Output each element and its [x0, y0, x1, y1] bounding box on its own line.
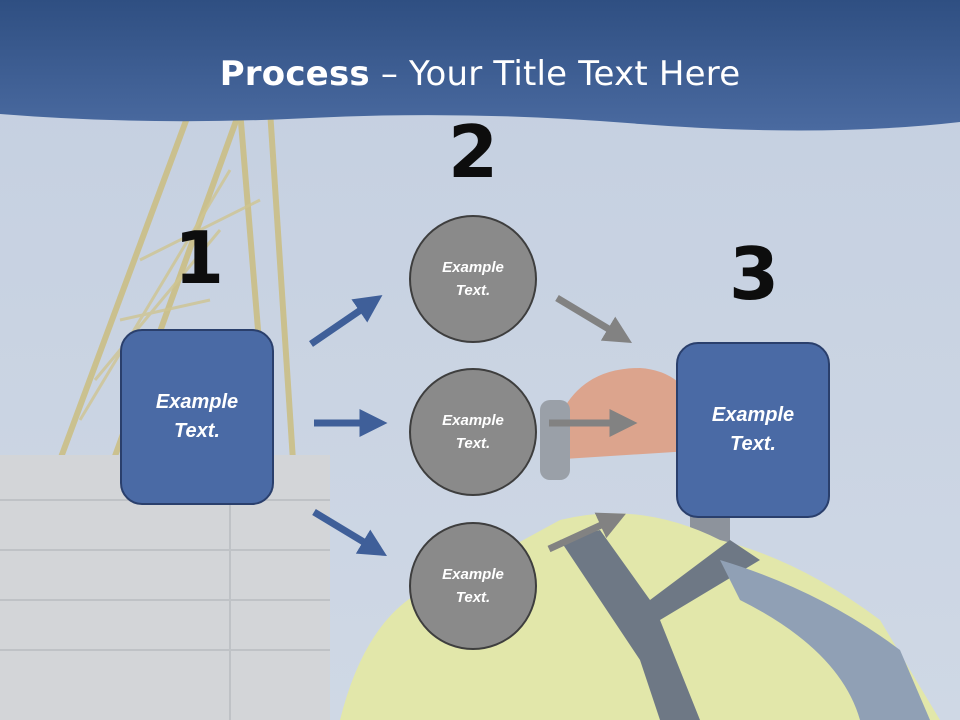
title-bold: Process: [219, 54, 370, 94]
arrow-down-right-icon: [312, 509, 387, 557]
page-title: Process – Your Title Text Here: [0, 52, 960, 96]
gray-arrow-down-right-icon: [555, 294, 633, 344]
gray-arrow-up-right-icon: [547, 512, 626, 553]
step-number-3: 3: [728, 232, 780, 316]
step-box-1[interactable]: Example Text.: [120, 329, 274, 505]
step-circle-bottom-label: Example Text.: [442, 566, 504, 606]
step-number-1: 1: [173, 216, 225, 300]
step-circle-middle[interactable]: Example Text.: [409, 368, 537, 496]
step-circle-top-label: Example Text.: [442, 259, 504, 299]
step-box-1-label: Example Text.: [155, 391, 239, 442]
step-circle-bottom[interactable]: Example Text.: [409, 522, 537, 650]
step-circle-middle-label: Example Text.: [442, 412, 504, 452]
title-rest: – Your Title Text Here: [369, 54, 741, 94]
step-box-3[interactable]: Example Text.: [676, 342, 830, 518]
arrow-up-right-icon: [309, 295, 383, 347]
step-number-2: 2: [447, 110, 499, 194]
step-circle-top[interactable]: Example Text.: [409, 215, 537, 343]
step-box-3-label: Example Text.: [711, 404, 795, 455]
